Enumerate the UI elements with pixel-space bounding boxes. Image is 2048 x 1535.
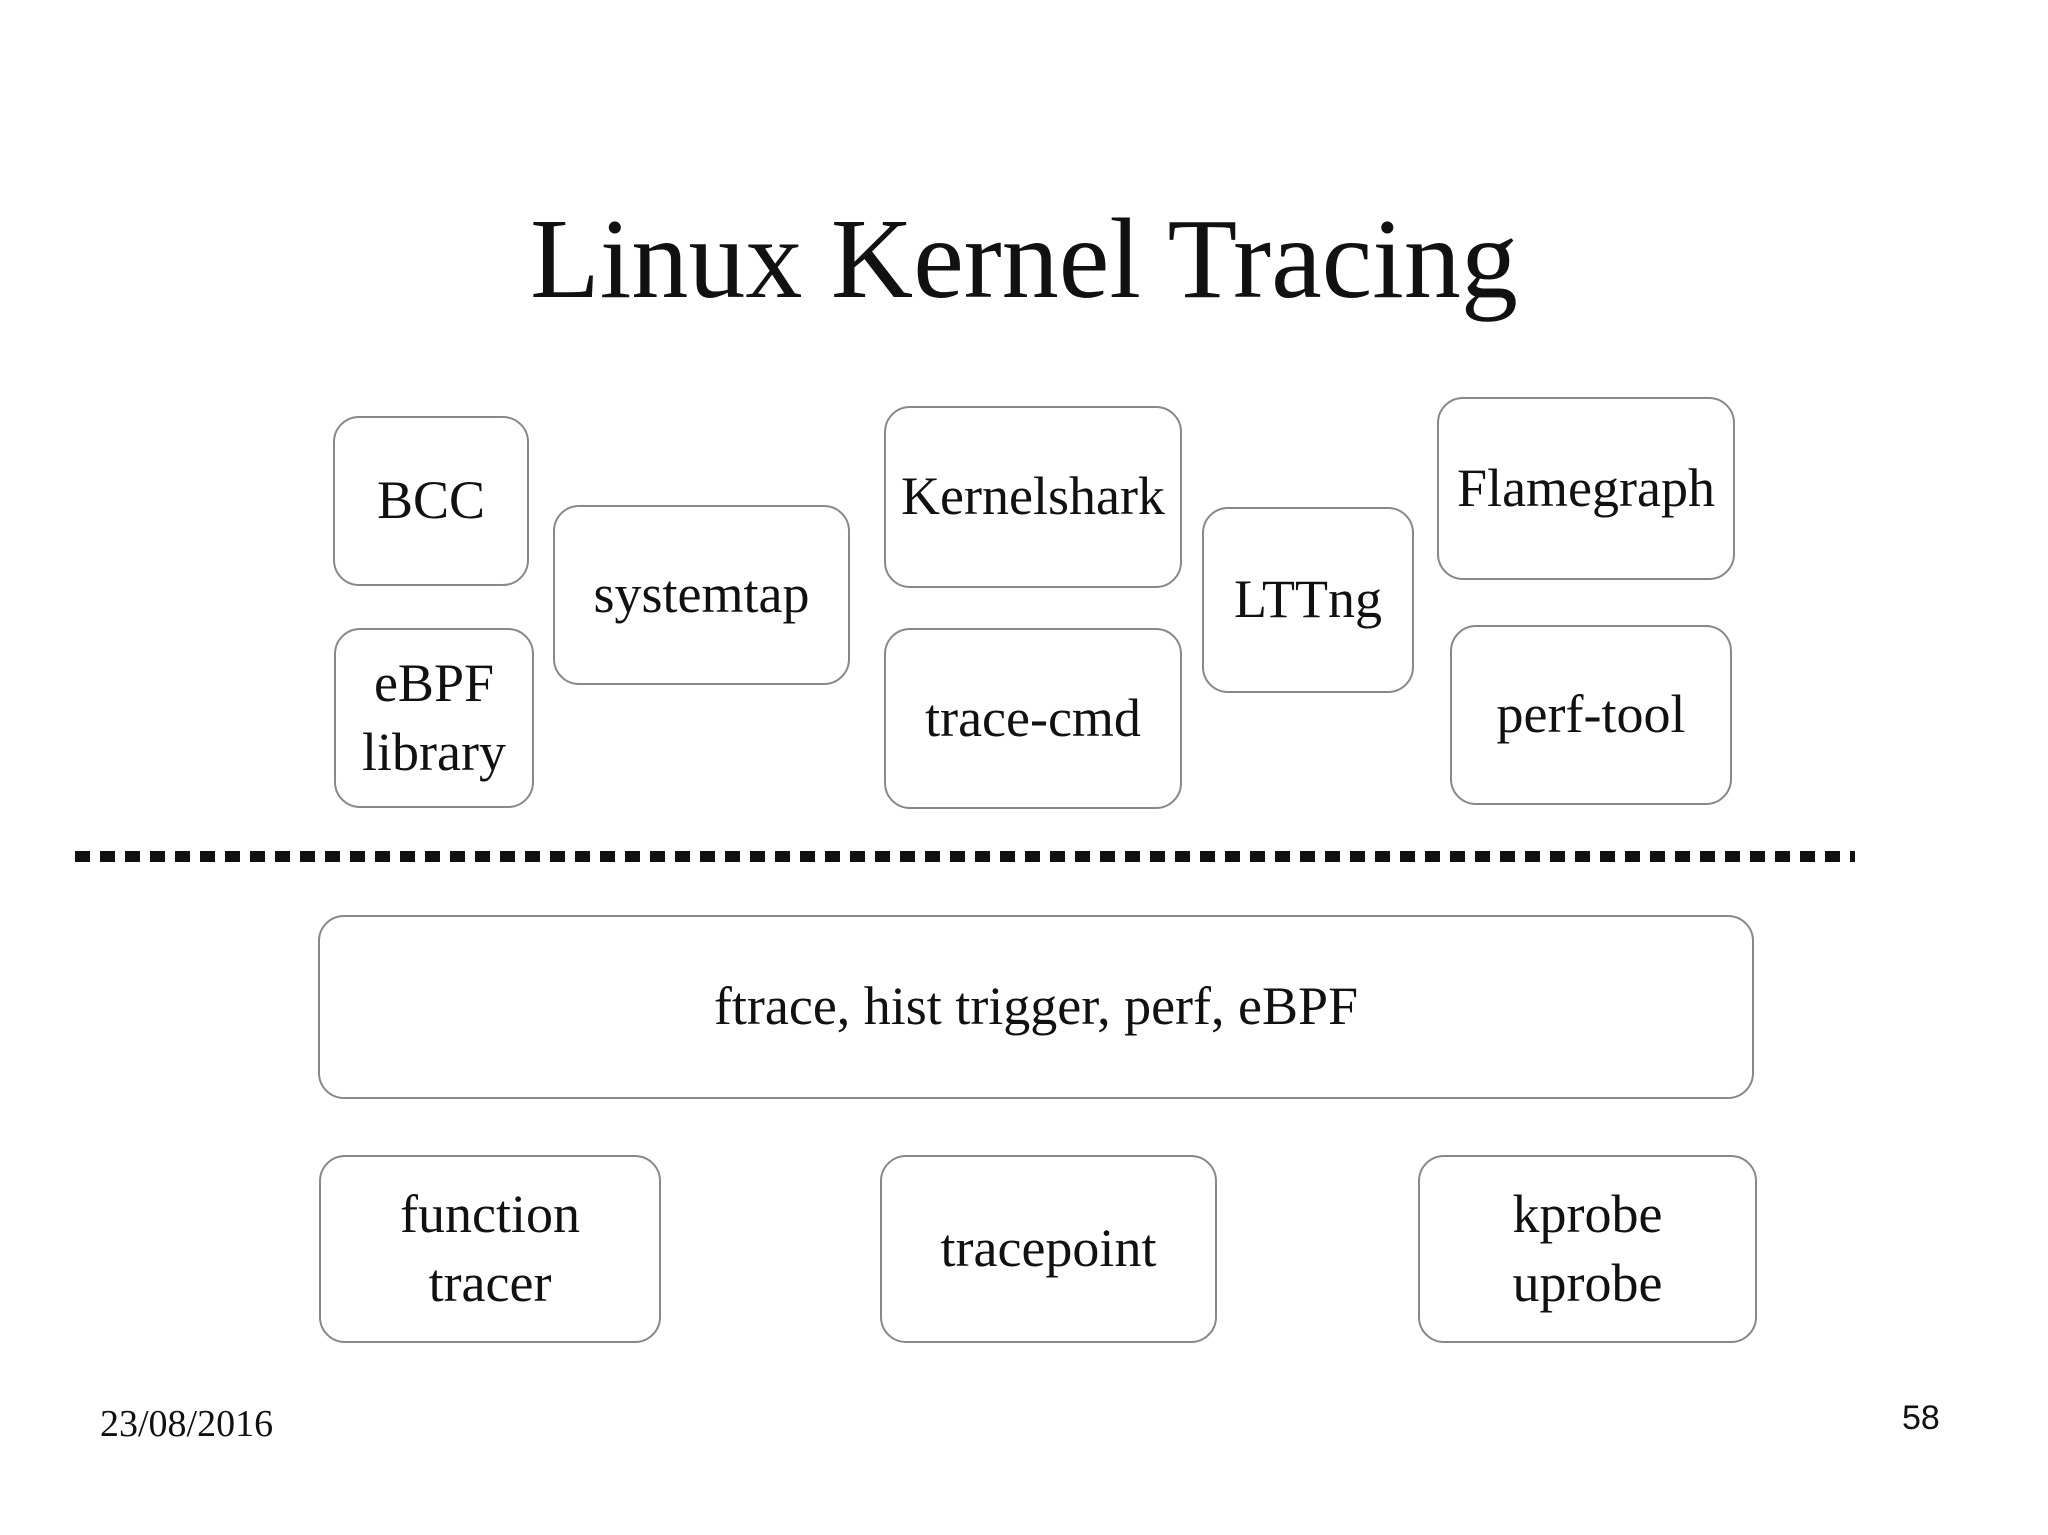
box-kernel-interfaces: ftrace, hist trigger, perf, eBPF <box>318 915 1754 1099</box>
box-function-tracer: function tracer <box>319 1155 661 1343</box>
box-tracepoint: tracepoint <box>880 1155 1217 1343</box>
slide-title: Linux Kernel Tracing <box>530 195 1518 323</box>
box-ebpf-library: eBPF library <box>334 628 534 808</box>
box-kernelshark: Kernelshark <box>884 406 1182 588</box>
box-kprobe-uprobe: kprobe uprobe <box>1418 1155 1757 1343</box>
box-perf-tool: perf-tool <box>1450 625 1732 805</box>
box-flamegraph: Flamegraph <box>1437 397 1735 580</box>
box-systemtap: systemtap <box>553 505 850 685</box>
page-number: 58 <box>1902 1399 1940 1437</box>
box-trace-cmd: trace-cmd <box>884 628 1182 809</box>
box-bcc: BCC <box>333 416 529 586</box>
box-lttng: LTTng <box>1202 507 1414 693</box>
footer-date: 23/08/2016 <box>100 1403 274 1445</box>
userspace-kernel-divider <box>75 851 1855 862</box>
